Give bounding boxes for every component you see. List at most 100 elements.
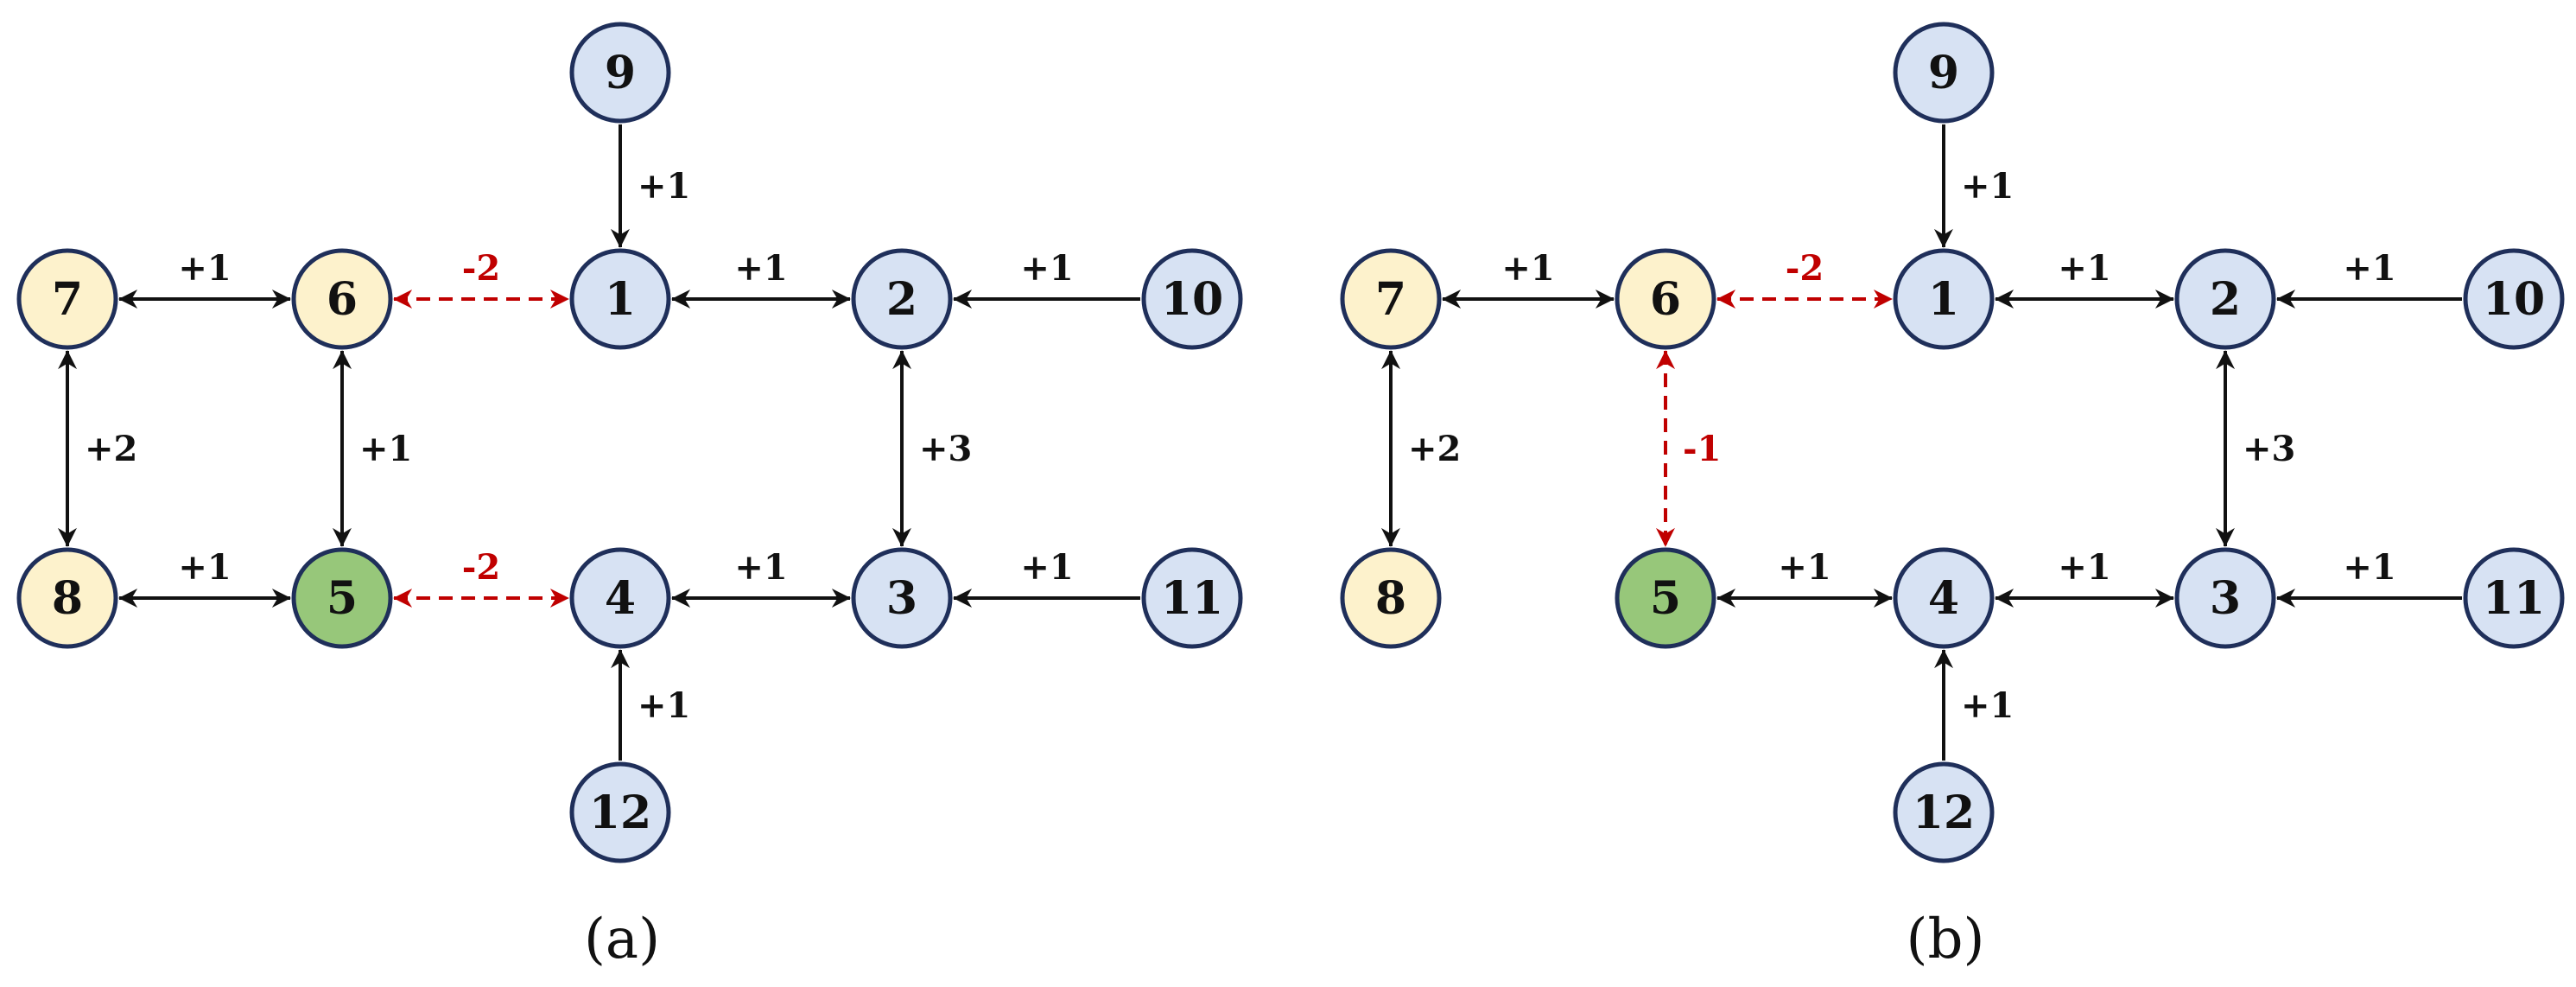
panel-a-node-7: 7 — [16, 248, 118, 350]
panel-a-edge-label-1-2: +1 — [734, 248, 787, 289]
panel-a-node-11-label: 11 — [1161, 572, 1223, 625]
panel-b-node-9-label: 9 — [1928, 47, 1959, 99]
panel-a-node-3-label: 3 — [886, 572, 917, 625]
panel-a-node-8: 8 — [16, 547, 118, 649]
panel-a-node-9: 9 — [569, 22, 671, 124]
panel-b-edge-label-6-1: -2 — [1786, 248, 1824, 289]
panel-a-node-1-circle — [569, 248, 671, 350]
panel-a-node-2-circle — [851, 248, 953, 350]
panel-a-node-6: 6 — [291, 248, 393, 350]
panel-b-node-12-label: 12 — [1913, 786, 1975, 839]
panel-b-edge-label-10-2: +1 — [2343, 248, 2395, 289]
panel-b-node-1: 1 — [1893, 248, 1995, 350]
panel-b-caption: (b) — [1907, 907, 1985, 971]
panel-a-edge-label-2-3: +3 — [919, 429, 972, 469]
panel-a-node-10-label: 10 — [1161, 273, 1223, 326]
panel-a-node-12: 12 — [569, 761, 671, 863]
panel-b-node-6-circle — [1615, 248, 1716, 350]
panel-a-node-1: 1 — [569, 248, 671, 350]
panel-b-node-11: 11 — [2463, 547, 2565, 649]
panel-b-node-9-circle — [1893, 22, 1995, 124]
panel-a-edge-label-10-2: +1 — [1020, 248, 1073, 289]
panel-b-node-8-label: 8 — [1375, 572, 1406, 625]
panel-a-node-5-circle — [291, 547, 393, 649]
panel-b-node-12-circle — [1893, 761, 1995, 863]
panel-b-node-3: 3 — [2174, 547, 2276, 649]
panel-b-node-11-label: 11 — [2483, 572, 2545, 625]
panel-b-node-8: 8 — [1340, 547, 1442, 649]
panel-a-node-11: 11 — [1141, 547, 1243, 649]
panel-b-edge-label-9-1: +1 — [1961, 166, 2014, 207]
panel-b-edge-label-7-6: +1 — [1501, 248, 1554, 289]
panel-b-node-5-circle — [1615, 547, 1716, 649]
panel-a-node-9-label: 9 — [605, 47, 636, 99]
panel-a-caption: (a) — [584, 907, 660, 971]
panel-b-node-2-label: 2 — [2210, 273, 2241, 326]
panel-b-edge-label-12-4: +1 — [1961, 685, 2014, 726]
panel-b-edge-label-1-2: +1 — [2058, 248, 2110, 289]
panel-b-node-4-label: 4 — [1928, 572, 1959, 625]
panel-b-node-1-circle — [1893, 248, 1995, 350]
panel-a-node-7-circle — [16, 248, 118, 350]
panel-a-edge-label-12-4: +1 — [638, 685, 690, 726]
panel-a-node-1-label: 1 — [605, 273, 636, 326]
panel-a-edge-label-8-5: +1 — [178, 547, 231, 588]
panel-b-node-2: 2 — [2174, 248, 2276, 350]
panel-b-node-4-circle — [1893, 547, 1995, 649]
panel-a-node-2: 2 — [851, 248, 953, 350]
panel-a-edge-label-6-5: +1 — [359, 429, 412, 469]
panel-a-node-5-label: 5 — [327, 572, 358, 625]
panel-b-edge-label-6-5: -1 — [1683, 429, 1721, 469]
panel-b-node-7-label: 7 — [1375, 273, 1406, 326]
panel-a-edge-label-7-8: +2 — [85, 429, 137, 469]
panel-b-edge-label-2-3: +3 — [2243, 429, 2295, 469]
panel-b-node-4: 4 — [1893, 547, 1995, 649]
panel-a-node-7-label: 7 — [52, 273, 83, 326]
panel-b-node-5: 5 — [1615, 547, 1716, 649]
panel-a-node-12-label: 12 — [589, 786, 651, 839]
panel-a-edges: +1-2+1+1+1+2+1+3+1-2+1+1+1 — [57, 124, 1140, 761]
panel-a-edge-label-4-3: +1 — [734, 547, 787, 588]
panel-b-node-2-circle — [2174, 248, 2276, 350]
panel-b-node-10-label: 10 — [2483, 273, 2545, 326]
panel-b-edge-label-11-3: +1 — [2343, 547, 2395, 588]
panel-b-node-10: 10 — [2463, 248, 2565, 350]
panel-a-node-8-circle — [16, 547, 118, 649]
panel-a-edge-label-7-6: +1 — [178, 248, 231, 289]
panel-a-node-9-circle — [569, 22, 671, 124]
panel-a-node-6-circle — [291, 248, 393, 350]
panel-b-edges: +1 -2 +1 +1 +1 +2 -1 +3 +1 +1 +1 +1 — [1380, 124, 2462, 761]
panel-b-node-6: 6 — [1615, 248, 1716, 350]
panel-b-edge-label-4-3: +1 — [2058, 547, 2110, 588]
panel-b-node-10-circle — [2463, 248, 2565, 350]
panel-a-node-4-label: 4 — [605, 572, 636, 625]
panel-b-node-1-label: 1 — [1928, 273, 1959, 326]
panel-a-node-12-circle — [569, 761, 671, 863]
panel-a-node-6-label: 6 — [327, 273, 358, 326]
panel-a-node-2-label: 2 — [886, 273, 917, 326]
panel-b-node-12: 12 — [1893, 761, 1995, 863]
panel-b-node-3-circle — [2174, 547, 2276, 649]
panel-b-node-7: 7 — [1340, 248, 1442, 350]
panel-a-node-10-circle — [1141, 248, 1243, 350]
panel-a-node-8-label: 8 — [52, 572, 83, 625]
panel-a-edge-label-11-3: +1 — [1020, 547, 1073, 588]
panel-a-node-4-circle — [569, 547, 671, 649]
panel-b-node-7-circle — [1340, 248, 1442, 350]
panel-b-node-5-label: 5 — [1650, 572, 1681, 625]
panel-b-node-9: 9 — [1893, 22, 1995, 124]
panel-a-node-5: 5 — [291, 547, 393, 649]
panel-a-node-3: 3 — [851, 547, 953, 649]
panel-a-node-4: 4 — [569, 547, 671, 649]
panel-a-edge-label-5-4: -2 — [462, 547, 500, 588]
panel-b-node-8-circle — [1340, 547, 1442, 649]
panel-b-edge-label-7-8: +2 — [1408, 429, 1461, 469]
panel-b-edge-label-5-4: +1 — [1778, 547, 1830, 588]
panel-a-edge-label-9-1: +1 — [638, 166, 690, 207]
panel-b-node-11-circle — [2463, 547, 2565, 649]
